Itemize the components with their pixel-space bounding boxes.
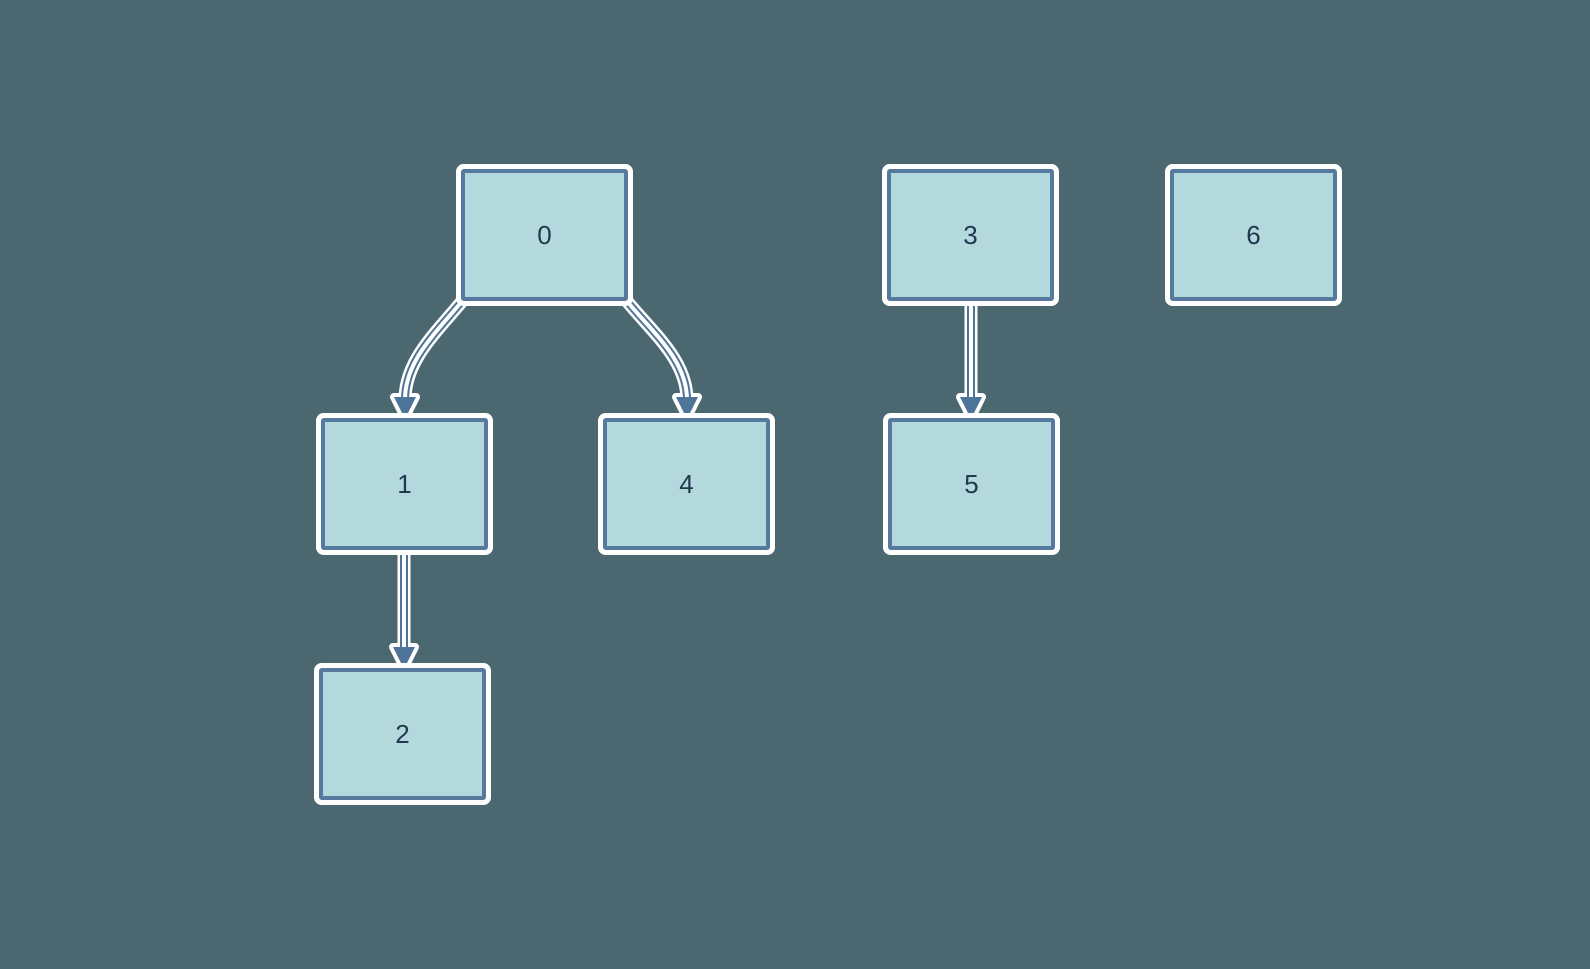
node-0-label: 0 [537, 219, 552, 250]
node-3-label: 3 [963, 219, 978, 250]
edge-0-4-center [624, 298, 689, 401]
node-6-label: 6 [1246, 219, 1261, 250]
arrowhead-0-1 [394, 397, 416, 419]
arrowhead-3-5 [960, 397, 982, 419]
edge-0-4 [622, 297, 691, 401]
node-5[interactable]: 5 [888, 418, 1055, 550]
node-4[interactable]: 4 [603, 418, 770, 550]
node-1-label: 1 [397, 468, 412, 499]
node-3[interactable]: 3 [887, 169, 1054, 301]
node-2[interactable]: 2 [319, 668, 486, 800]
node-5-label: 5 [964, 468, 979, 499]
node-4-label: 4 [679, 468, 694, 499]
node-2-label: 2 [395, 718, 410, 749]
arrowhead-1-2 [393, 647, 415, 669]
node-1[interactable]: 1 [321, 418, 488, 550]
edge-0-1-center [403, 298, 465, 401]
node-6[interactable]: 6 [1170, 169, 1337, 301]
arrowhead-0-4 [676, 397, 698, 419]
edge-0-1 [401, 297, 467, 401]
node-0[interactable]: 0 [461, 169, 628, 301]
